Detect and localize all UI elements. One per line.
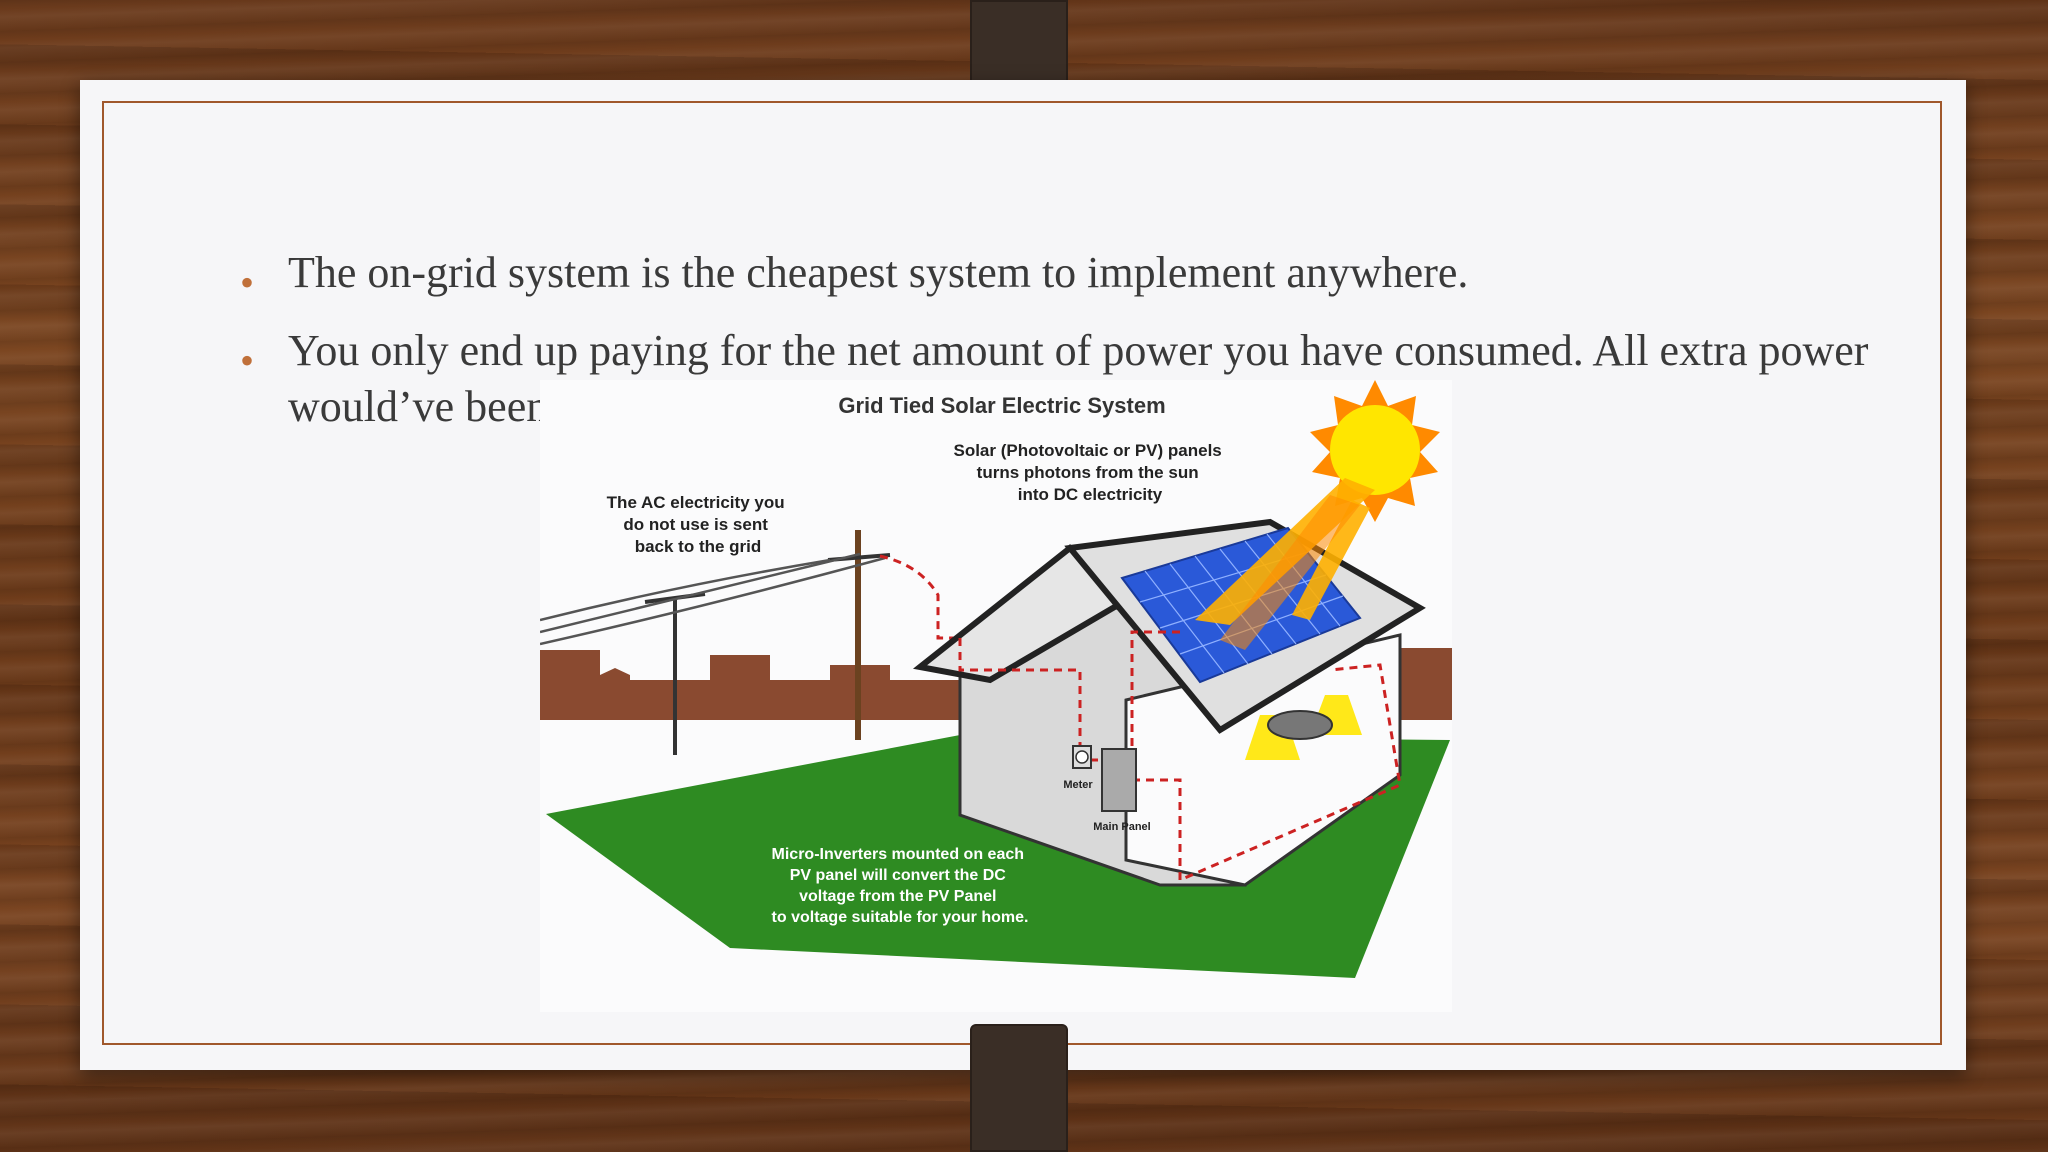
power-line: [540, 552, 861, 634]
house-wiring: [958, 638, 1100, 762]
meter-dial-icon: [1075, 750, 1089, 764]
solar-diagram-svg: Grid Tied Solar Electric System Solar (P…: [540, 380, 1452, 978]
bottom-strap: [970, 1024, 1068, 1152]
main-panel-label: Main Panel: [1093, 821, 1150, 833]
bullet-item: • The on-grid system is the cheapest syst…: [200, 245, 1960, 305]
meter-label: Meter: [1063, 779, 1093, 791]
sun-ray: [1220, 495, 1360, 650]
sun-ray: [1292, 500, 1370, 620]
fan-fixture: [1267, 710, 1333, 740]
bullet-dot-icon: •: [240, 260, 255, 305]
inverter-label: Micro-Inverters mounted on each PV panel…: [772, 846, 1029, 926]
bullet-text: The on-grid system is the cheapest syste…: [288, 248, 1469, 297]
skyline-right: [1400, 648, 1452, 720]
power-line: [540, 556, 886, 646]
diagram-title: Grid Tied Solar Electric System: [838, 393, 1165, 418]
grid-label: The AC electricity you do not use is sen…: [607, 493, 790, 556]
solar-diagram: Grid Tied Solar Electric System Solar (P…: [540, 380, 1452, 1012]
bullet-dot-icon: •: [240, 338, 255, 383]
power-line: [540, 558, 831, 622]
main-panel-box: [1101, 748, 1137, 812]
interior-wiring: [1132, 663, 1402, 883]
panel-wiring: [1130, 630, 1180, 760]
skyline-left: [540, 650, 960, 710]
panels-label: Solar (Photovoltaic or PV) panels turns …: [953, 441, 1226, 504]
service-drop-wire: [879, 554, 960, 640]
